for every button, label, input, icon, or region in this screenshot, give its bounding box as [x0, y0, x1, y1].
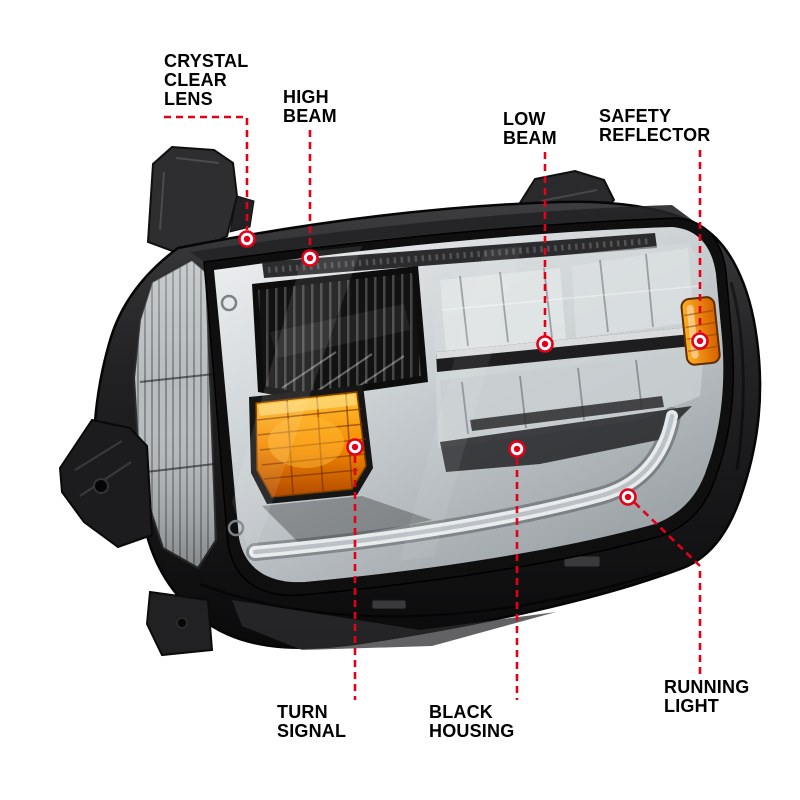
lower-bracket-left [58, 418, 154, 549]
label-line: CLEAR [164, 70, 227, 90]
dot-black-housing [508, 440, 526, 458]
label-line: SIGNAL [277, 721, 347, 741]
lens-highlights [232, 246, 745, 561]
running-light-bar [246, 407, 681, 561]
adjuster-rings [220, 294, 245, 537]
label-line: RUNNING [664, 677, 750, 697]
low-beam-projector [432, 243, 706, 472]
label-safety-reflector: SAFETY REFLECTOR [599, 107, 710, 145]
label-high-beam: HIGH BEAM [283, 88, 337, 126]
dot-low-beam [536, 335, 554, 353]
label-line: LIGHT [664, 696, 719, 716]
left-ribbed-panel [132, 258, 218, 570]
label-crystal-clear-lens: CRYSTAL CLEAR LENS [164, 52, 248, 109]
leader-crystal-clear-lens [164, 115, 249, 230]
label-black-housing: BLACK HOUSING [429, 703, 514, 741]
dot-turn-signal [346, 438, 364, 456]
label-line: BLACK [429, 702, 493, 722]
dot-crystal-clear-lens [238, 230, 256, 248]
dot-running-light [619, 488, 637, 506]
label-line: LENS [164, 89, 213, 109]
dot-high-beam [301, 249, 319, 267]
label-line: BEAM [283, 106, 337, 126]
label-running-light: RUNNING LIGHT [664, 678, 749, 716]
label-line: LOW [503, 109, 546, 129]
leader-running-light [633, 501, 702, 674]
callout-dots [238, 230, 709, 506]
turn-signal-reflector [249, 385, 373, 504]
label-line: CRYSTAL [164, 51, 249, 71]
label-line: REFLECTOR [599, 125, 711, 145]
housing-top-edge [190, 205, 703, 264]
inner-shadow [262, 496, 432, 546]
label-turn-signal: TURN SIGNAL [277, 703, 346, 741]
label-line: SAFETY [599, 106, 672, 126]
label-line: HOUSING [429, 721, 515, 741]
label-line: BEAM [503, 128, 557, 148]
callout-lines [164, 115, 702, 700]
label-line: HIGH [283, 87, 329, 107]
high-beam-grille [252, 266, 428, 400]
label-low-beam: LOW BEAM [503, 110, 557, 148]
drl-top-strip [262, 233, 657, 278]
label-line: TURN [277, 702, 328, 722]
dot-safety-reflector [691, 332, 709, 350]
